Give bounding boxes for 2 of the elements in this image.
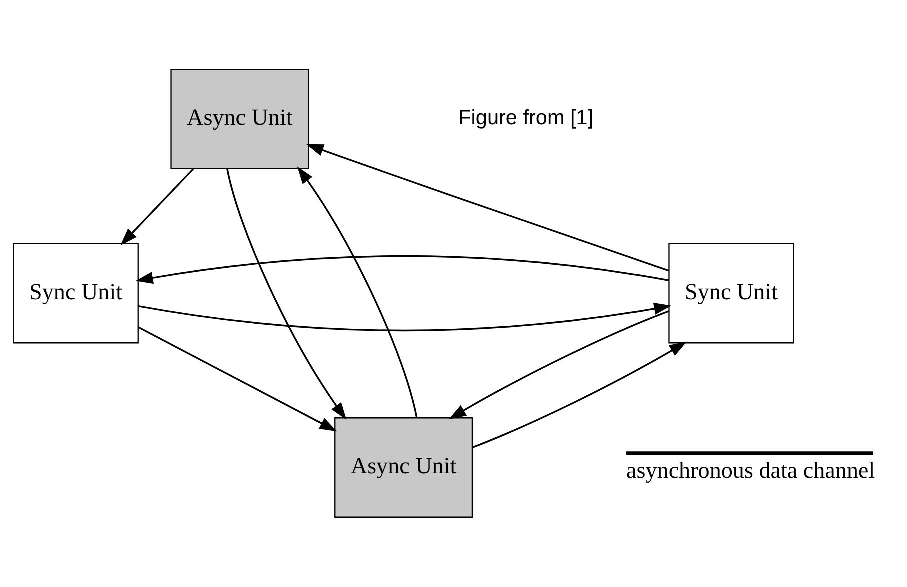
legend-label: asynchronous data channel	[626, 457, 875, 484]
label: Figure from [1]	[458, 106, 594, 130]
